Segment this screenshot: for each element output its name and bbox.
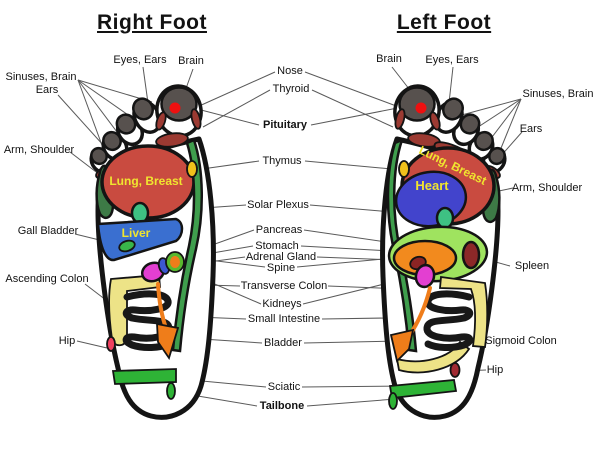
right-tailbone-zone — [166, 382, 176, 400]
right-ureter-line — [156, 282, 168, 330]
label-left-hip: Hip — [486, 364, 504, 376]
left-thymus-dot — [398, 160, 410, 178]
line-sinuses-right-3 — [77, 79, 132, 118]
right-small-intestine-zone — [122, 290, 173, 351]
line-ears-right — [57, 94, 105, 147]
line-eyes-ears-left — [448, 66, 454, 104]
label-spleen: Spleen — [514, 260, 550, 272]
label-bladder: Bladder — [264, 337, 302, 349]
left-colon-zone — [439, 275, 489, 348]
right-foot-diagram: Lung, Breast Liver — [89, 84, 216, 420]
line-tailbone-right — [306, 398, 397, 407]
label-pancreas: Pancreas — [255, 224, 303, 236]
line-thyroid-right — [311, 89, 394, 128]
label-left-sinuses-brain: Sinuses, Brain — [522, 88, 594, 100]
label-stomach: Stomach — [255, 240, 299, 252]
left-bladder-zone — [389, 328, 415, 363]
label-spine: Spine — [266, 262, 296, 274]
right-liver-zone — [96, 217, 184, 262]
right-thyroid-zone — [190, 108, 202, 130]
left-brain-zone — [398, 86, 436, 122]
right-sciatic-zone — [111, 368, 177, 385]
left-toe-2-tip-sinus-zone — [442, 97, 464, 121]
label-thyroid: Thyroid — [272, 83, 310, 95]
label-right-sinuses-brain: Sinuses, Brain — [5, 71, 77, 83]
label-right-arm-shoulder: Arm, Shoulder — [3, 144, 75, 156]
label-left-ears: Ears — [519, 123, 543, 135]
right-liver-text: Liver — [122, 226, 151, 240]
right-foot-title: Right Foot — [97, 11, 207, 34]
label-thymus: Thymus — [262, 155, 302, 167]
label-sigmoid-colon: Sigmoid Colon — [485, 335, 557, 347]
label-right-ears: Ears — [35, 84, 59, 96]
right-spine-zone — [171, 138, 204, 353]
label-right-eyes-ears: Eyes, Ears — [113, 54, 167, 66]
right-gall-bladder-zone — [118, 239, 136, 253]
line-nose-right — [304, 71, 400, 108]
left-spleen-zone — [461, 240, 481, 270]
left-foot-title: Left Foot — [396, 11, 492, 34]
label-kidneys: Kidneys — [262, 298, 302, 310]
left-toe-small-tip-sinus-zone — [488, 146, 506, 166]
right-bladder-zone — [156, 322, 180, 361]
left-solar-plexus-zone — [435, 206, 455, 230]
left-thyroid-zone — [394, 108, 406, 130]
line-sinuses-right-2 — [77, 79, 118, 133]
left-toe-3-tip-sinus-zone — [459, 113, 481, 135]
line-sinuses-left-1 — [457, 98, 522, 117]
right-toe-3-tip-sinus-zone — [115, 113, 137, 135]
label-right-brain: Brain — [178, 55, 204, 67]
label-left-eyes-ears: Eyes, Ears — [425, 54, 479, 66]
right-hip-zone — [106, 336, 116, 352]
left-heart-text: Heart — [415, 178, 449, 193]
right-toe-small-tip-sinus-zone — [90, 146, 108, 166]
label-nose: Nose — [277, 65, 303, 77]
line-spine-right — [296, 257, 395, 268]
label-small-intestine: Small Intestine — [247, 313, 321, 325]
left-hip-zone — [449, 362, 461, 378]
left-toe-4-tip-sinus-zone — [474, 130, 494, 152]
label-sciatic: Sciatic — [267, 381, 301, 393]
right-lung-breast-text: Lung, Breast — [109, 174, 182, 188]
left-small-intestine-zone — [423, 290, 474, 351]
right-toe-2-tip-sinus-zone — [132, 97, 154, 121]
right-adrenal-zone — [170, 256, 180, 268]
line-eyes-ears-right — [142, 66, 149, 104]
line-thymus-right — [304, 160, 393, 170]
left-nose-zone — [429, 111, 441, 131]
line-sinuses-right-1 — [77, 79, 104, 149]
label-left-brain: Brain — [376, 53, 402, 65]
label-tailbone: Tailbone — [259, 400, 305, 412]
line-thyroid-left — [202, 89, 271, 128]
label-solar-plexus: Solar Plexus — [247, 199, 309, 211]
right-thymus-dot — [186, 160, 198, 178]
line-hip-right — [76, 340, 108, 349]
line-nose-left — [196, 71, 276, 108]
label-adrenal-gland: Adrenal Gland — [245, 251, 317, 263]
right-eyes-ears-band-bigtoe — [155, 132, 189, 148]
label-gall-bladder: Gall Bladder — [17, 225, 79, 237]
line-thymus-left — [201, 160, 260, 170]
right-pituitary-dot — [169, 102, 181, 114]
label-right-hip: Hip — [58, 335, 76, 347]
label-pituitary: Pituitary — [262, 119, 308, 131]
right-brain-zone — [160, 86, 198, 122]
left-pituitary-dot — [415, 102, 427, 114]
label-transverse-colon: Transverse Colon — [240, 280, 328, 292]
right-toe-4-tip-sinus-zone — [102, 130, 122, 152]
left-tailbone-zone — [388, 392, 398, 410]
left-kidney-zone — [414, 263, 436, 289]
label-left-arm-shoulder: Arm, Shoulder — [511, 182, 583, 194]
left-foot-diagram: Lung, Breast Heart — [380, 84, 507, 420]
label-ascending-colon: Ascending Colon — [5, 273, 89, 285]
right-nose-zone — [155, 111, 167, 131]
